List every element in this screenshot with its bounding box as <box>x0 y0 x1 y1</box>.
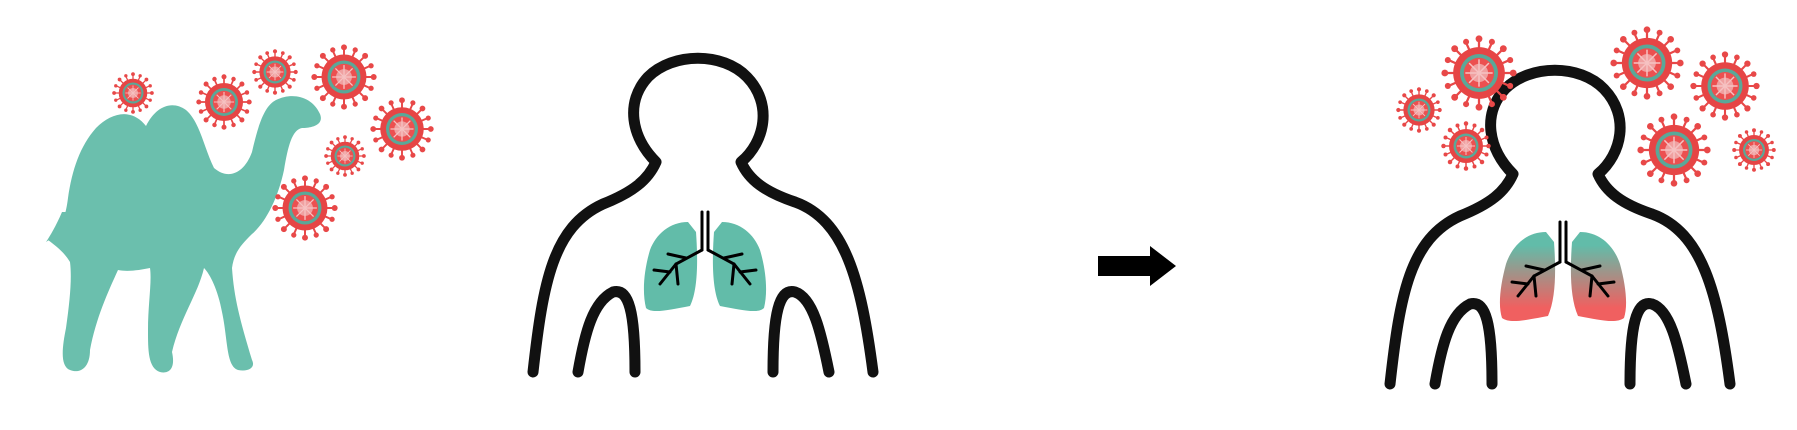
virus-icon <box>1440 34 1518 112</box>
healthy-lungs-icon <box>643 222 767 312</box>
camel-source-panel <box>46 43 435 373</box>
virus-icon <box>369 96 435 162</box>
virus-icon <box>1731 127 1777 173</box>
virus-icon <box>1609 25 1685 101</box>
camel-icon <box>48 96 321 373</box>
bronchi-icon <box>652 210 758 286</box>
virus-icon <box>111 71 155 115</box>
virus-icon <box>1395 86 1443 134</box>
virus-icon <box>1636 112 1712 188</box>
virus-icon <box>310 43 378 111</box>
infected-human-panel <box>1390 25 1777 384</box>
infected-lungs-icon <box>1499 232 1627 322</box>
healthy-human-panel <box>533 58 873 372</box>
virus-icon <box>323 134 367 178</box>
virus-icon <box>251 48 299 96</box>
camel-tail-icon <box>46 212 68 242</box>
right-arrow-icon <box>1098 246 1176 286</box>
virus-icon <box>1440 120 1492 172</box>
virus-icon <box>195 73 253 131</box>
virus-icon <box>271 174 339 242</box>
virus-icon <box>1689 50 1761 122</box>
bronchi-icon <box>1510 220 1616 298</box>
